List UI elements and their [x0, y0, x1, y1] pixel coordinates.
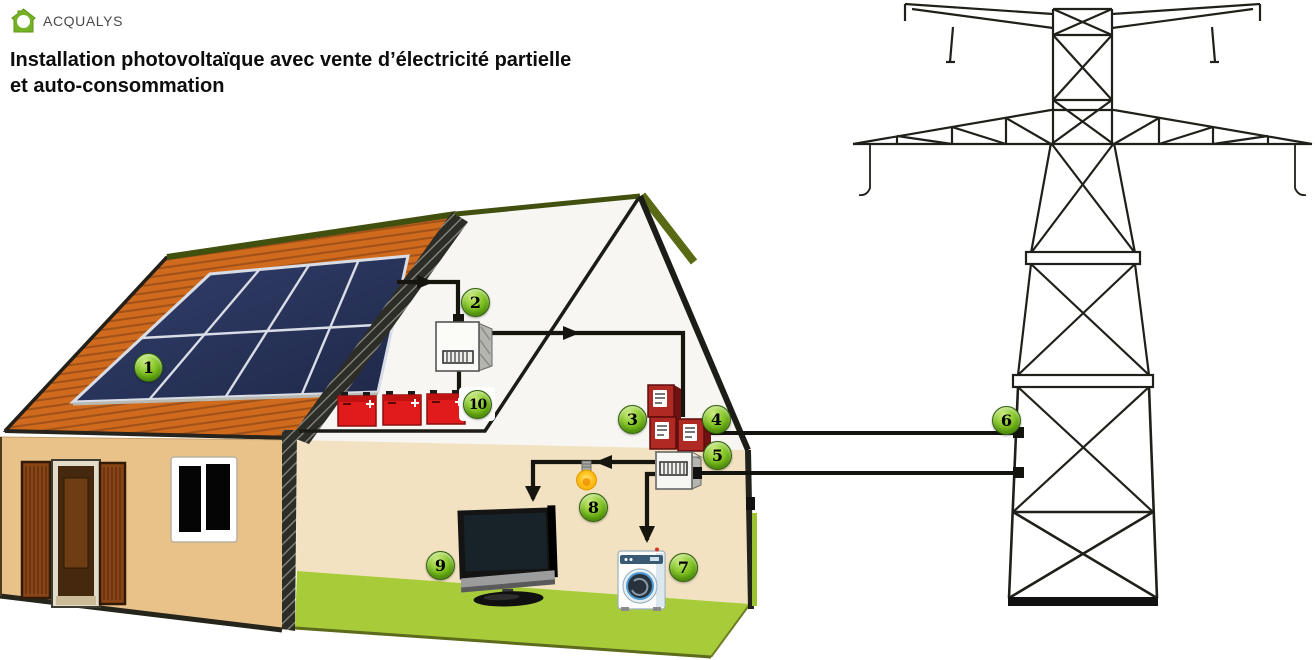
gable-edges	[455, 192, 757, 610]
badge-5-distribution-box: 5	[703, 441, 732, 470]
attic-structure-lines	[299, 198, 640, 433]
front-door	[51, 459, 101, 608]
electric-pylon	[852, 2, 1313, 606]
badge-2-inverter: 2	[461, 288, 490, 317]
pylon-base	[1008, 597, 1158, 606]
battery	[382, 391, 422, 426]
right-wall-cut-edge	[745, 449, 754, 610]
badge-10-batteries: 10	[463, 390, 492, 419]
badge-1-solar-panels: 1	[134, 353, 163, 382]
badge-3-meter: 3	[618, 405, 647, 434]
roof-ridge	[166, 211, 457, 260]
roof-cut-edge	[291, 212, 468, 444]
arrow-down-washer	[639, 526, 655, 543]
battery	[337, 392, 377, 427]
header: ACQUALYS Installation photovoltaïque ave…	[10, 8, 571, 99]
badge-7-washing-machine: 7	[669, 553, 698, 582]
meter	[647, 384, 681, 419]
television	[457, 505, 558, 607]
front-window	[170, 456, 238, 543]
arrow-right-2	[563, 326, 580, 340]
wire-arrows	[417, 275, 655, 543]
wall-cut-edge	[282, 430, 297, 631]
badge-4-meter: 4	[702, 405, 731, 434]
door-left-shutter	[20, 460, 52, 600]
washing-machine	[617, 547, 666, 611]
attic-interior	[297, 197, 748, 450]
wire-to-washer	[644, 471, 655, 540]
house-logo-icon	[11, 8, 36, 33]
inverter	[435, 321, 493, 372]
badge-6-grid-pylon: 6	[992, 406, 1021, 435]
arrow-right-1	[417, 275, 434, 289]
badge-9-television: 9	[426, 551, 455, 580]
logo-brand-text: ACQUALYS	[43, 13, 124, 29]
arrow-down-tv	[525, 486, 541, 502]
battery	[426, 390, 466, 425]
acqualys-logo: ACQUALYS	[10, 8, 571, 34]
washer-led	[655, 547, 659, 552]
grass-sliver	[752, 513, 757, 606]
interior-floor	[294, 571, 751, 659]
title-line-2: et auto-consommation	[10, 75, 225, 97]
badge-8-light-bulb: 8	[579, 493, 608, 522]
wall-socket	[746, 497, 755, 510]
light-bulb	[576, 460, 597, 491]
arrow-left	[595, 455, 612, 469]
battery-bank	[337, 390, 466, 427]
door-right-shutter	[98, 461, 127, 606]
distribution-box	[654, 451, 703, 490]
title-line-1: Installation photovoltaïque avec vente d…	[10, 49, 572, 71]
page-title: Installation photovoltaïque avec vente d…	[10, 47, 571, 99]
wire-inverter-to-meter	[492, 330, 686, 417]
pylon-cross-arm	[852, 108, 1313, 197]
pylon-top-arms	[903, 2, 1262, 64]
